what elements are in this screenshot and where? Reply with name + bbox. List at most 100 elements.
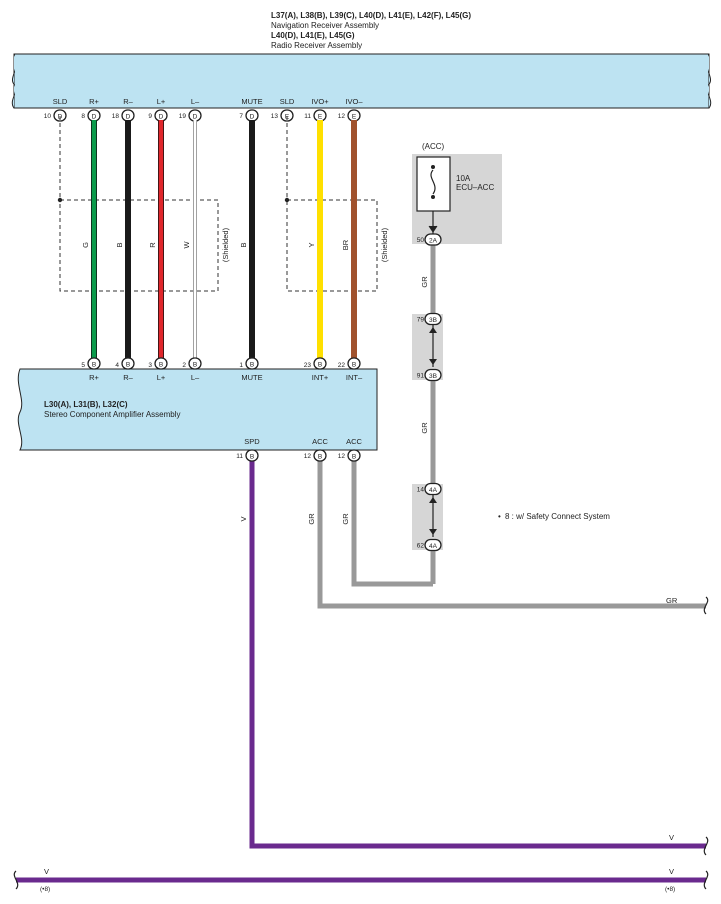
amp-top-pin-number: 23: [304, 362, 312, 369]
radio-pin-connector: D: [188, 109, 202, 122]
fuse-pin-conn: 2A: [429, 237, 438, 244]
fuse-name: ECU–ACC: [456, 183, 494, 192]
amp-top-pin-number: 2: [182, 362, 186, 369]
radio-pin-connector: D: [245, 109, 259, 122]
amp-top-pin-connector: B: [347, 357, 361, 370]
amp-top-pin-label: R–: [123, 373, 133, 382]
radio-pin-label: SLD: [53, 97, 68, 106]
fuse-rating: 10A: [456, 174, 471, 183]
amp-header-line1: L30(A), L31(B), L32(C): [44, 400, 128, 409]
radio-header-line1: L37(A), L38(B), L39(C), L40(D), L41(E), …: [271, 11, 471, 20]
amp-header-line2: Stereo Component Amplifier Assembly: [44, 410, 181, 419]
junction-pin-conn: 4A: [429, 487, 438, 494]
junction-3b-bg: [412, 314, 443, 380]
amp-top-pin-conn: B: [352, 361, 356, 368]
amp-top-pin-number: 22: [338, 362, 346, 369]
junction-pin-number: 62: [417, 543, 425, 550]
amp-top-pin-conn: B: [126, 361, 130, 368]
radio-pin-number: 10: [44, 113, 52, 120]
amp-top-pin-conn: B: [250, 361, 254, 368]
amp-bottom-pin-label: SPD: [244, 437, 260, 446]
radio-pin-connector: E: [347, 109, 361, 122]
amp-top-pin-conn: B: [318, 361, 322, 368]
amp-top-pin-number: 1: [239, 362, 243, 369]
amp-top-pin-label: R+: [89, 373, 99, 382]
amp-top-pin-label: INT+: [312, 373, 329, 382]
wire-label-gr1: GR: [420, 276, 429, 288]
radio-pin-connector: D: [87, 109, 101, 122]
wire-label-r: R: [148, 242, 157, 248]
fuse-block: (ACC) 10A ECU–ACC: [412, 142, 502, 244]
amp-bottom-pin-label: ACC: [346, 437, 362, 446]
shielded-label-left: (Shielded): [221, 227, 230, 262]
radio-pin-label: L–: [191, 97, 200, 106]
radio-pin-number: 19: [179, 113, 187, 120]
bottom-note-right: (•8): [665, 886, 675, 893]
radio-pin-conn: D: [250, 113, 255, 120]
wire-label-b2: B: [239, 242, 248, 247]
wire-label-v3: V: [44, 867, 49, 876]
wire-label-b1: B: [115, 242, 124, 247]
radio-pin-label: SLD: [280, 97, 295, 106]
radio-pin-connector: D: [121, 109, 135, 122]
wire-label-gr2: GR: [420, 422, 429, 434]
wire-label-y: Y: [307, 242, 316, 247]
junction-pin-connector: 3B: [424, 312, 442, 326]
amp-top-pin-connector: B: [245, 357, 259, 370]
fuse-pin-number: 50: [417, 237, 425, 244]
radio-pin-connector: E: [313, 109, 327, 122]
v-wires: [13, 458, 709, 890]
legend-bullet: •: [498, 512, 501, 521]
amp-top-pin-label: L–: [191, 373, 200, 382]
junction-pin-connector: 3B: [424, 368, 442, 382]
radio-pin-number: 11: [304, 113, 311, 120]
amp-top-pin-number: 3: [148, 362, 152, 369]
radio-pin-connector: D: [154, 109, 168, 122]
radio-pin-label: IVO–: [345, 97, 363, 106]
shield-right: (Shielded): [284, 116, 389, 292]
radio-pin-number: 13: [271, 113, 279, 120]
amp-top-pin-conn: B: [193, 361, 197, 368]
radio-pin-number: 7: [239, 113, 243, 120]
junction-pin-number: 14: [417, 487, 425, 494]
junction-pins: 79 3B 91 3B 14 4A 62 4A: [417, 312, 442, 552]
junction-pin-conn: 4A: [429, 543, 438, 550]
wire-label-br: BR: [341, 239, 350, 250]
wire-label-gr5: GR: [666, 596, 678, 605]
wire-label-v2: V: [669, 833, 674, 842]
radio-pin-conn: D: [126, 113, 131, 120]
radio-pin-conn: E: [352, 113, 357, 120]
amp-top-pin-label: MUTE: [241, 373, 262, 382]
amp-top-pin-number: 5: [81, 362, 85, 369]
junction-pin-conn: 3B: [429, 317, 437, 324]
amp-top-pin-connector: B: [154, 357, 168, 370]
gr-wires: [317, 245, 706, 609]
amp-top-pin-conn: B: [159, 361, 163, 368]
wire-label-w: W: [182, 241, 191, 249]
amp-top-pin-connector: B: [313, 357, 327, 370]
amp-top-pin-conn: B: [92, 361, 96, 368]
wire-label-v4: V: [669, 867, 674, 876]
junction-4a-bg: [412, 484, 443, 550]
radio-pin-number: 12: [338, 113, 346, 120]
amp-top-pin-label: L+: [157, 373, 166, 382]
amp-top-pin-connector: B: [121, 357, 135, 370]
amplifier-box: [17, 368, 378, 451]
amp-bottom-pin-label: ACC: [312, 437, 328, 446]
radio-pin-label: L+: [157, 97, 166, 106]
shielded-label-right: (Shielded): [380, 227, 389, 262]
junction-pin-conn: 3B: [429, 373, 437, 380]
junction-pin-number: 79: [417, 317, 425, 324]
legend-text: 8 : w/ Safety Connect System: [505, 512, 610, 521]
amp-bottom-pin-connector: B: [347, 449, 361, 462]
amp-bottom-pin-number: 11: [236, 453, 243, 460]
radio-pin-label: R–: [123, 97, 133, 106]
fuse-pin: 50 2A: [417, 233, 442, 246]
bottom-note-left: (•8): [40, 886, 50, 893]
junction-pin-number: 91: [417, 373, 425, 380]
radio-pin-number: 18: [112, 113, 120, 120]
radio-pin-label: R+: [89, 97, 99, 106]
junction-pin-connector: 4A: [424, 538, 442, 552]
